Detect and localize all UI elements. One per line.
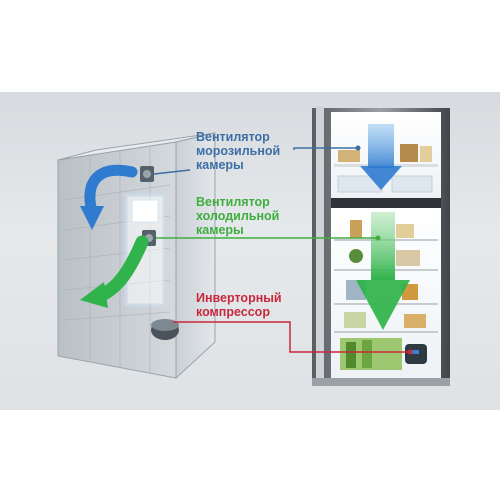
connector-lines <box>153 145 413 355</box>
schematic-cabinet <box>57 132 216 380</box>
compressor-label: Инверторный компрессор <box>196 291 282 319</box>
refrigerator-photo <box>312 106 450 386</box>
freezer-connector-left <box>153 169 191 175</box>
freezer-airflow-arrow <box>84 164 138 218</box>
freezer-connector-right <box>293 147 358 150</box>
fridge-fan-label: Вентилятор холодильной камеры <box>196 195 280 237</box>
compressor-connector <box>173 321 410 353</box>
freezer-fan-label: Вентилятор морозильной камеры <box>196 130 281 172</box>
